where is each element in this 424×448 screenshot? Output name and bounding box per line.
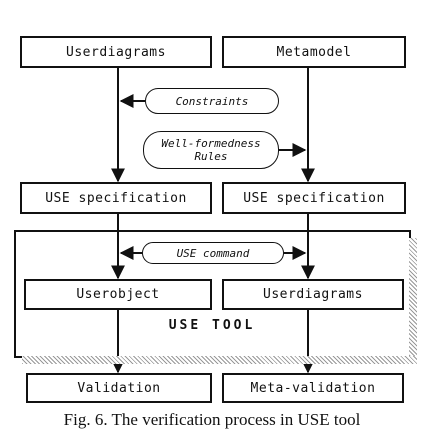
meta-validation-label: Meta-validation xyxy=(250,380,376,396)
validation-box: Validation xyxy=(26,373,212,403)
use-spec-right-box: USE specification xyxy=(222,182,406,214)
userdiagrams-box: Userdiagrams xyxy=(20,36,212,68)
use-tool-label: USE TOOL xyxy=(168,318,256,333)
use-tool-frame xyxy=(14,230,417,364)
meta-validation-box: Meta-validation xyxy=(222,373,404,403)
userdiagrams-inner-box: Userdiagrams xyxy=(222,279,404,310)
use-command-pill: USE command xyxy=(142,242,284,264)
metamodel-box: Metamodel xyxy=(222,36,406,68)
wellformedness-label-line1: Well-formedness xyxy=(161,137,261,150)
use-spec-right-label: USE specification xyxy=(243,190,385,206)
userobject-box: Userobject xyxy=(24,279,212,310)
use-spec-left-label: USE specification xyxy=(45,190,187,206)
userdiagrams-inner-label: Userdiagrams xyxy=(263,287,363,302)
constraints-label: Constraints xyxy=(175,94,249,108)
userobject-label: Userobject xyxy=(76,287,160,302)
wellformedness-pill: Well-formedness Rules xyxy=(143,131,279,169)
userdiagrams-label: Userdiagrams xyxy=(66,44,166,60)
wellformedness-label-line2: Rules xyxy=(194,150,228,163)
metamodel-label: Metamodel xyxy=(276,44,352,60)
use-spec-left-box: USE specification xyxy=(20,182,212,214)
use-command-label: USE command xyxy=(176,246,250,260)
validation-label: Validation xyxy=(77,380,161,396)
figure-caption: Fig. 6. The verification process in USE … xyxy=(63,410,361,429)
constraints-pill: Constraints xyxy=(145,88,279,114)
